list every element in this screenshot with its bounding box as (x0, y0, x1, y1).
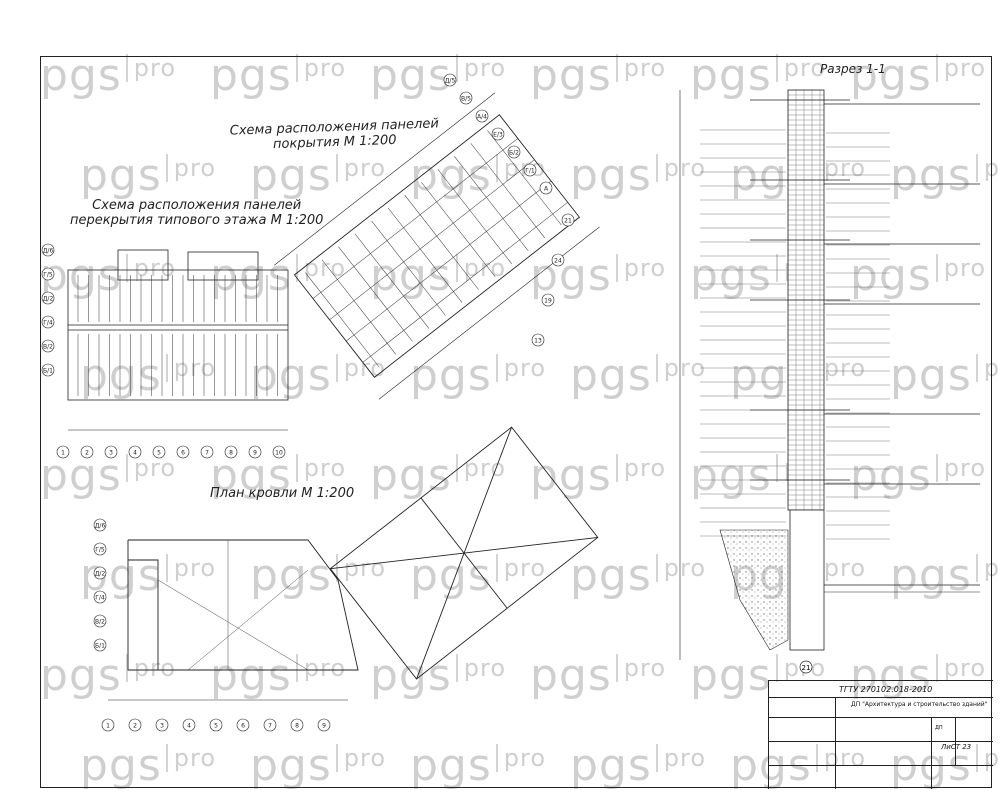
axis-bubble (539, 181, 553, 195)
title-block: ТГТУ 270102.018-2010 ДП "Архитектура и с… (768, 680, 993, 789)
axis-bubble (561, 213, 575, 227)
axis-bubble (290, 718, 304, 732)
axis-label: 21 (564, 218, 572, 225)
axis-label: 8 (295, 723, 299, 730)
axis-label: 10 (275, 450, 283, 457)
axis-label: 9 (253, 450, 257, 457)
axis-label: 3 (160, 723, 164, 730)
axis-bubble (93, 590, 107, 604)
axis-label: Г/4 (43, 320, 53, 327)
axis-bubble (41, 315, 55, 329)
axis-label: А/4 (477, 114, 487, 121)
axis-bubble (459, 91, 473, 105)
axis-bubble (93, 638, 107, 652)
axis-label: Г/5 (43, 272, 53, 279)
axis-label: 13 (534, 338, 542, 345)
axis-bubble (182, 718, 196, 732)
axis-label: Е/3 (493, 132, 503, 139)
axis-bubble (155, 718, 169, 732)
axis-label: Г/5 (95, 547, 105, 554)
axis-label: Д/5 (445, 78, 456, 85)
axis-label: 6 (241, 723, 245, 730)
axis-bubble (551, 253, 565, 267)
axis-label: 8 (229, 450, 233, 457)
axis-bubble (209, 718, 223, 732)
axis-label: 6 (181, 450, 185, 457)
axis-label: 19 (544, 298, 552, 305)
axis-bubble (317, 718, 331, 732)
axis-label: Д/6 (43, 248, 54, 255)
axis-bubble (236, 718, 250, 732)
axis-bubble (80, 445, 94, 459)
axis-bubble (152, 445, 166, 459)
roof-plan: Д/6Г/5Д/2Г/4В/2Б/1 1 2 3 4 5 6 7 8 9 (93, 426, 599, 732)
axis-bubble (41, 243, 55, 257)
title-roof-plan: План кровли М 1:200 (210, 486, 355, 501)
roof-panel-plan: Д/5В/5А/4Е/3Б/2Г/1А 21 24 19 13 (274, 73, 600, 400)
axis-label: 2 (85, 450, 89, 457)
axis-bubble (475, 109, 489, 123)
axis-label: 1 (61, 450, 65, 457)
axis-bubble (248, 445, 262, 459)
axis-bubble (101, 718, 115, 732)
axis-bubble (272, 445, 286, 459)
axis-label: 7 (205, 450, 209, 457)
axis-bubble (443, 73, 457, 87)
axis-bubble (507, 145, 521, 159)
stamp-code: ТГТУ 270102.018-2010 (839, 685, 933, 694)
axis-label: Б/2 (509, 150, 519, 157)
axis-label: А (544, 186, 549, 193)
axis-bubble (176, 445, 190, 459)
axis-bubble (491, 127, 505, 141)
axis-label: 3 (109, 450, 113, 457)
axis-label: Д/2 (95, 571, 106, 578)
section-axis-label: 21 (802, 664, 811, 672)
axis-bubble (93, 518, 107, 532)
axis-label: Б/1 (95, 643, 105, 650)
axis-bubble (41, 363, 55, 377)
axis-label: Д/2 (43, 296, 54, 303)
section-1-1: 21 (679, 89, 980, 674)
axis-bubble (200, 445, 214, 459)
axis-bubble (128, 445, 142, 459)
axis-bubble (93, 542, 107, 556)
axis-label: Б/1 (43, 368, 53, 375)
axis-bubble (224, 445, 238, 459)
axis-label: Г/1 (525, 168, 535, 175)
axis-bubble (41, 267, 55, 281)
axis-bubble (41, 339, 55, 353)
typical-floor-panel-plan: Д/6Г/5Д/2Г/4В/2Б/1 1 2 3 4 5 6 7 8 9 10 (41, 243, 289, 459)
axis-label: 5 (214, 723, 218, 730)
title-section: Разрез 1-1 (820, 62, 886, 76)
axis-bubble (93, 614, 107, 628)
axis-bubble (41, 291, 55, 305)
stamp-sheet-number: ЛиСТ 23 (941, 743, 972, 751)
axis-bubble (56, 445, 70, 459)
axis-label: Д/6 (95, 523, 106, 530)
axis-label: Г/4 (95, 595, 105, 602)
axis-label: 4 (133, 450, 137, 457)
axis-label: 4 (187, 723, 191, 730)
axis-label: 5 (157, 450, 161, 457)
axis-bubble (541, 293, 555, 307)
axis-label: В/2 (43, 344, 53, 351)
axis-label: В/2 (95, 619, 105, 626)
axis-label: 7 (268, 723, 272, 730)
axis-label: 24 (554, 258, 562, 265)
title-typical-floor-panels: Схема расположения панелей перекрытия ти… (70, 198, 324, 228)
stamp-stage: ДП (935, 725, 943, 731)
axis-bubble (531, 333, 545, 347)
stamp-department: ДП "Архитектура и строительство зданий" (851, 701, 988, 708)
axis-bubble (93, 566, 107, 580)
axis-label: 1 (106, 723, 110, 730)
sheet-frame (40, 56, 992, 788)
axis-label: 2 (133, 723, 137, 730)
axis-bubble (128, 718, 142, 732)
axis-label: В/5 (461, 96, 471, 103)
axis-label: 9 (322, 723, 326, 730)
axis-bubble (263, 718, 277, 732)
axis-bubble (523, 163, 537, 177)
axis-bubble (104, 445, 118, 459)
